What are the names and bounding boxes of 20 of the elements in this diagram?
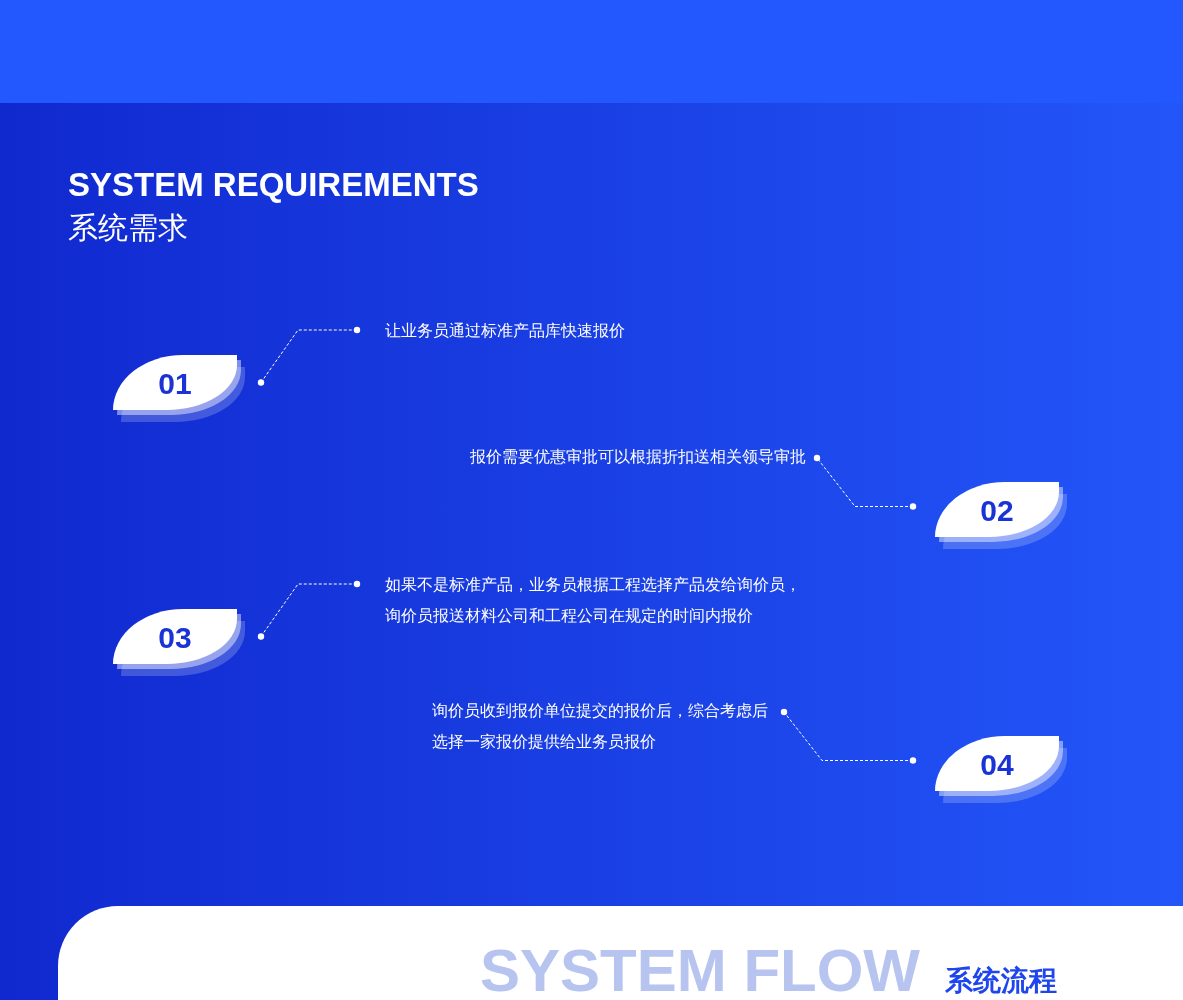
background-heading: SYSTEM FLOW [480,936,920,1000]
title: SYSTEM REQUIREMENTS [68,166,479,204]
step-number: 04 [980,747,1014,782]
leader-line [257,580,361,640]
number-badge [935,482,1059,537]
requirement-text: 报价需要优惠审批可以根据折扣送相关领导审批 [469,446,806,468]
leader-line [780,708,917,764]
requirement-text: 让业务员通过标准产品库快速报价 [385,320,626,342]
requirement-text: 如果不是标准产品，业务员根据工程选择产品发给询价员，询价员报送材料公司和工程公司在规定的时间内报价 [385,574,802,627]
requirement-text: 询价员收到报价单位提交的报价后，综合考虑后选择一家报价提供给业务员报价 [432,700,769,753]
number-badge [113,609,237,664]
number-badge [113,355,237,410]
leader-line [257,326,361,386]
leader-line [813,454,917,510]
step-number: 03 [158,620,192,655]
subtitle: 系统需求 [68,209,188,247]
step-number: 01 [158,366,192,401]
step-number: 02 [980,493,1014,528]
number-badge [935,736,1059,791]
section-heading: 系统流程 [945,963,1057,999]
